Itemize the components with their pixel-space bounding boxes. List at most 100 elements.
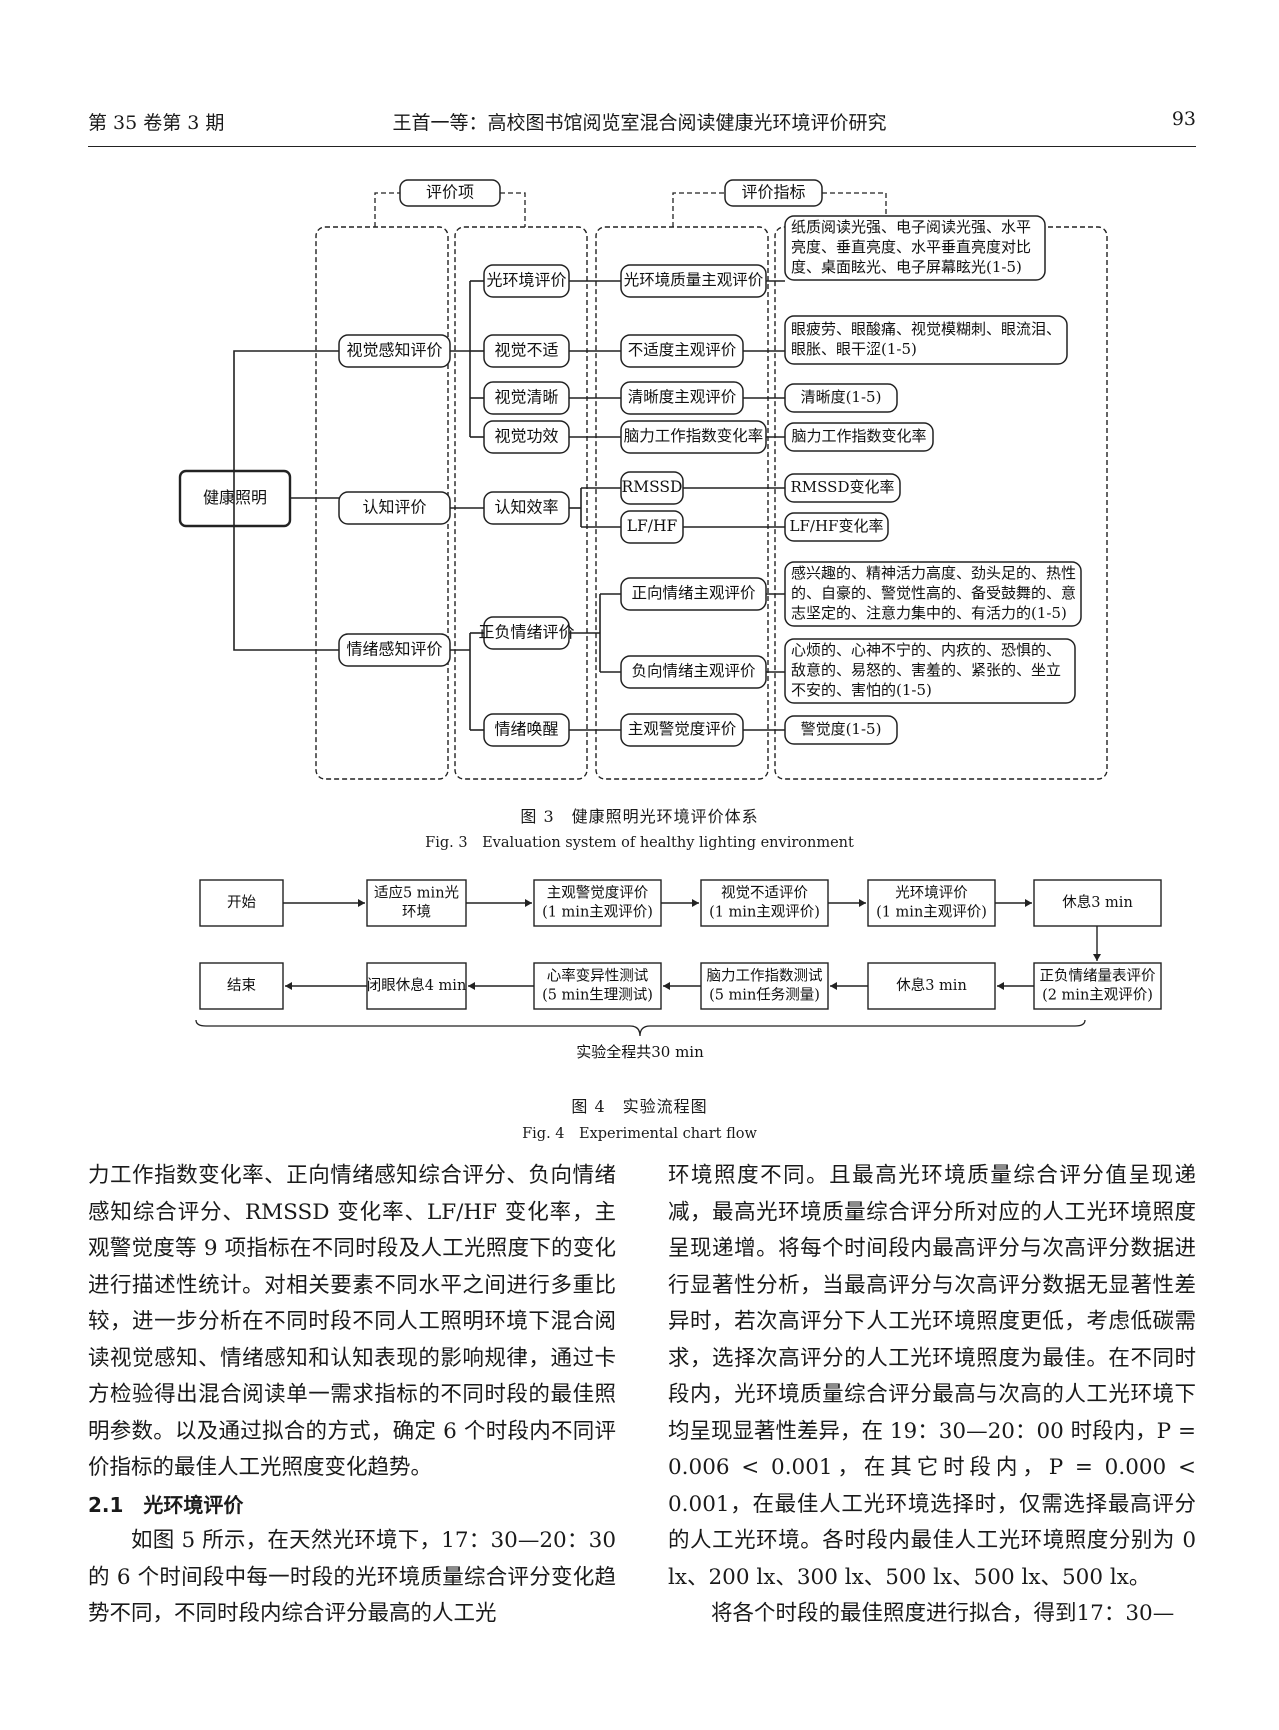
level4-indicator-text: 亮度、垂直亮度、水平垂直亮度对比 (791, 238, 1031, 256)
arrow-head (859, 899, 866, 907)
level4-indicator-frame (784, 561, 1082, 627)
flow-step-frame (533, 962, 662, 1010)
header-page-number: 93 (1171, 108, 1196, 130)
level4-indicator-frame (784, 512, 889, 542)
level2-node-text: 正负情绪评价 (478, 623, 574, 642)
level3-node-text: 负向情绪主观评价 (631, 662, 756, 680)
flow-step-text: (1 min主观评价) (542, 904, 653, 921)
level4-indicator-frame (784, 473, 901, 503)
flow-step-frame (867, 962, 996, 1010)
body-left-column: 力工作指数变化率、正向情绪感知综合评分、负向情绪感知综合评分、RMSSD 变化率… (88, 1158, 616, 1633)
flow-step-text: (2 min主观评价) (1042, 987, 1153, 1004)
level3-node-text: 光环境质量主观评价 (624, 270, 764, 289)
body-right-column: 环境照度不同。且最高光环境质量综合评分值呈现递减，最高光环境质量综合评分所对应的… (668, 1158, 1196, 1633)
level3-node-text: 主观警觉度评价 (628, 720, 737, 738)
level3-node-text: RMSSD (622, 478, 683, 496)
arrow-head (830, 982, 837, 990)
level3-node-text: 清晰度主观评价 (628, 388, 737, 406)
flow-step-frame (1033, 962, 1162, 1010)
flow-step-text: 光环境评价 (895, 884, 968, 902)
level4-indicator-frame (784, 215, 1046, 281)
flow-step-text: 休息3 min (896, 977, 967, 994)
flow-total-time-label: 实验全程共30 min (576, 1043, 704, 1061)
figure-3-caption-cn: 图 3 健康照明光环境评价体系 (520, 807, 759, 826)
level4-indicator-text: RMSSD变化率 (791, 478, 895, 496)
arrow-head (525, 899, 532, 907)
level1-node-text: 情绪感知评价 (346, 640, 442, 659)
flow-step-text: 闭眼休息4 min (367, 977, 467, 994)
level4-indicator-text: LF/HF变化率 (790, 517, 884, 535)
arrow-head (663, 982, 670, 990)
flow-step-text: 主观警觉度评价 (547, 885, 649, 902)
section-heading: 2.1 光环境评价 (88, 1492, 244, 1517)
flow-step-text: 正负情绪量表评价 (1040, 968, 1156, 985)
connector-line (672, 192, 725, 227)
arrow-head (997, 982, 1004, 990)
flow-step-frame (700, 962, 829, 1010)
flow-step-frame (199, 962, 284, 1010)
level4-indicator-text: 心烦的、心神不宁的、内疚的、恐惧的、 (791, 641, 1061, 659)
arrow-head (358, 899, 365, 907)
header-rule (88, 146, 1196, 147)
connector-line (233, 350, 339, 651)
level2-node-text: 视觉清晰 (494, 388, 558, 407)
flow-step-text: 休息3 min (1062, 894, 1133, 911)
level4-indicator-text: 眼疲劳、眼酸痛、视觉模糊刺、眼流泪、 (791, 320, 1061, 338)
flow-step-text: (5 min任务测量) (709, 987, 820, 1004)
flow-step-text: (1 min主观评价) (709, 904, 820, 921)
paragraph: 力工作指数变化率、正向情绪感知综合评分、负向情绪感知综合评分、RMSSD 变化率… (88, 1163, 616, 1480)
level4-indicator-text: 度、桌面眩光、电子屏幕眩光(1-5) (791, 258, 1022, 276)
paragraph: 环境照度不同。且最高光环境质量综合评分值呈现递减，最高光环境质量综合评分所对应的… (668, 1163, 1196, 1590)
level4-indicator-text: 纸质阅读光强、电子阅读光强、水平 (791, 218, 1031, 236)
figure-4-caption-cn: 图 4 实验流程图 (571, 1097, 708, 1116)
flow-step-text: 环境 (402, 903, 431, 921)
level3-node-text: 脑力工作指数变化率 (624, 427, 764, 445)
paragraph: 如图 5 所示，在天然光环境下，17：30—20：30 的 6 个时间段中每一时… (88, 1528, 616, 1626)
flow-step-text: 脑力工作指数测试 (707, 968, 823, 985)
flow-step-text: 适应5 min光 (374, 884, 459, 902)
level4-indicator-frame (784, 422, 934, 452)
header-title: 王首一等：高校图书馆阅览室混合阅读健康光环境评价研究 (392, 112, 887, 134)
connector-line (374, 192, 400, 227)
connector-line (822, 192, 887, 227)
figure-4-caption-en: Fig. 4 Experimental chart flow (522, 1126, 757, 1142)
level3-node-text: 不适度主观评价 (628, 341, 737, 359)
level4-indicator-text: 脑力工作指数变化率 (791, 427, 926, 445)
level4-indicator-frame (784, 638, 1076, 704)
level4-indicator-text: 敌意的、易怒的、害羞的、紧张的、坐立 (791, 661, 1061, 679)
flow-step-frame (1033, 879, 1162, 927)
level4-indicator-frame (784, 715, 898, 745)
level2-node-text: 光环境评价 (486, 271, 566, 290)
level4-indicator-text: 清晰度(1-5) (801, 388, 882, 406)
level2-node-text: 认知效率 (494, 498, 558, 517)
level4-indicator-frame (784, 315, 1068, 365)
level2-node-text: 情绪唤醒 (494, 720, 558, 739)
paragraph: 将各个时段的最佳照度进行拟合，得到17：30— (711, 1601, 1175, 1626)
connector-line (500, 192, 526, 227)
label-evaluation-items-text: 评价项 (426, 183, 474, 202)
flow-step-text: 心率变异性测试 (547, 968, 649, 985)
arrow-head (285, 982, 292, 990)
level4-indicator-text: 警觉度(1-5) (801, 720, 882, 738)
flow-step-text: (1 min主观评价) (876, 904, 987, 921)
brace (195, 1019, 1086, 1037)
flow-step-text: 开始 (227, 894, 256, 911)
level4-indicator-frame (784, 383, 898, 413)
level4-indicator-text: 感兴趣的、精神活力高度、劲头足的、热性 (791, 564, 1076, 582)
level1-node-text: 认知评价 (362, 498, 426, 517)
level3-node-text: LF/HF (627, 517, 678, 535)
flow-step-frame (366, 879, 467, 927)
arrow-head (1025, 899, 1032, 907)
level2-node-text: 视觉功效 (494, 427, 558, 446)
label-evaluation-items-frame (399, 179, 501, 207)
flow-step-text: 结束 (227, 977, 256, 994)
level2-node-text: 视觉不适 (494, 341, 558, 360)
arrow-head (692, 899, 699, 907)
dashed-group-frame (454, 226, 588, 780)
flow-step-frame (199, 879, 284, 927)
level4-indicator-text: 眼胀、眼干涩(1-5) (791, 340, 917, 358)
flow-step-frame (366, 962, 467, 1010)
root-healthy-lighting-text: 健康照明 (203, 488, 267, 507)
label-evaluation-indicators-text: 评价指标 (741, 183, 805, 202)
